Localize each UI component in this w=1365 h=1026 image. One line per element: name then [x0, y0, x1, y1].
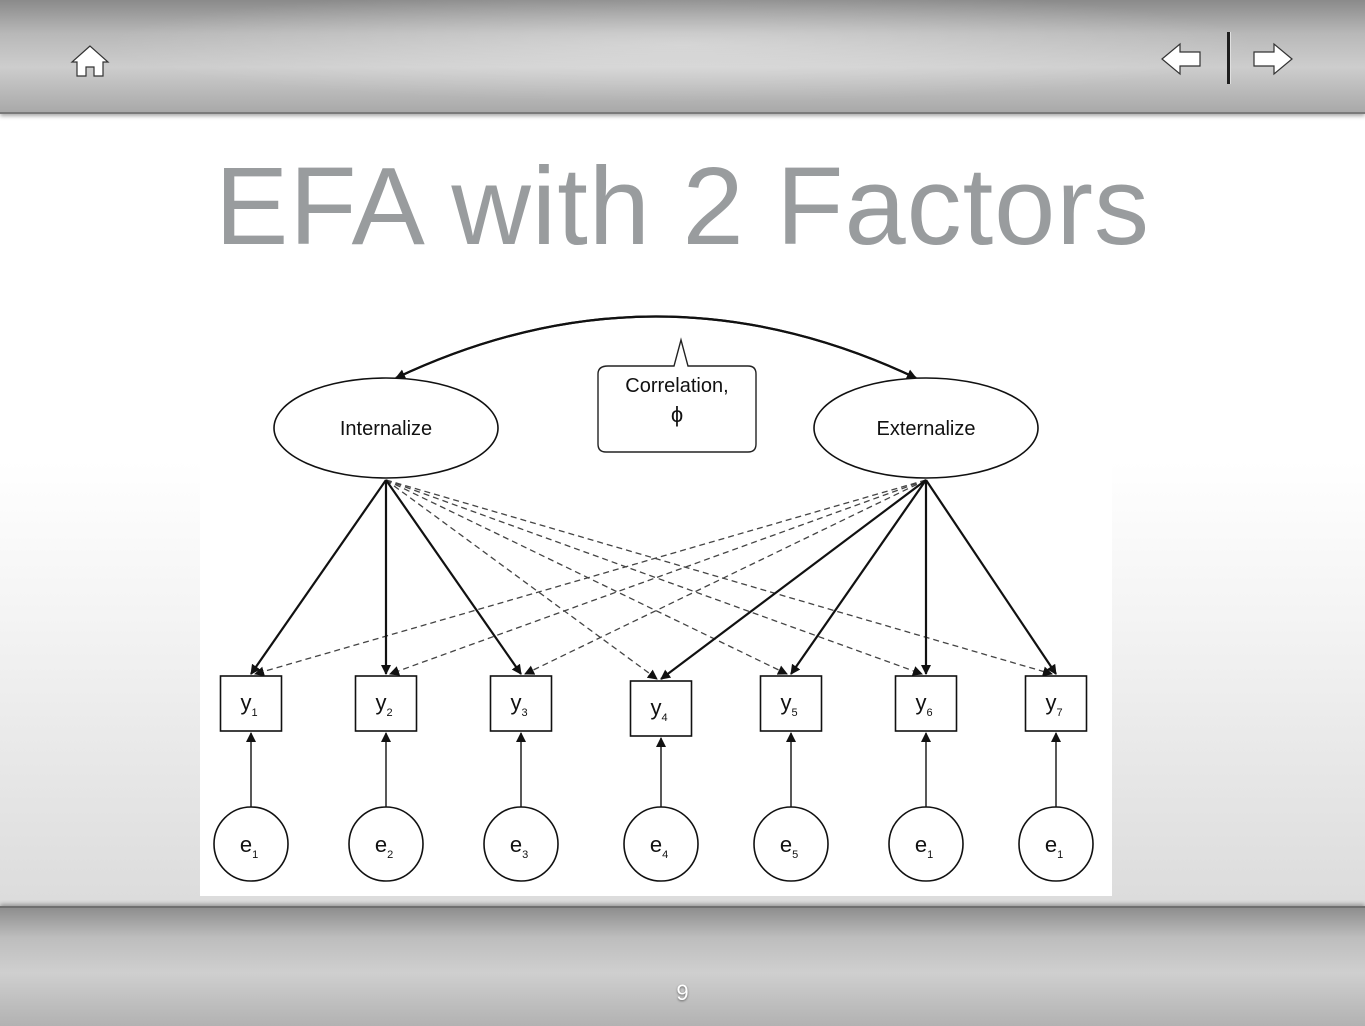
indicator-label-y1: y1 [240, 690, 257, 719]
cross-loading-internalize-y4 [385, 479, 658, 680]
cross-loading-internalize-y6 [385, 479, 923, 676]
error-circle-1 [213, 806, 289, 882]
previous-slide-button[interactable] [1156, 36, 1206, 82]
top-toolbar [0, 0, 1365, 114]
cross-loading-internalize-y7 [385, 479, 1053, 677]
next-slide-button[interactable] [1248, 36, 1298, 82]
correlation-callout [597, 337, 757, 453]
indicator-box-y1 [219, 675, 283, 732]
factor-internalize [273, 377, 499, 479]
cross-loading-externalize-y1 [254, 479, 927, 677]
home-button[interactable] [64, 38, 116, 84]
error-circle-3 [483, 806, 559, 882]
indicator-box-y5 [759, 675, 823, 732]
arrow-right-icon [1253, 42, 1293, 76]
factor-label-internalize: Internalize [340, 418, 432, 440]
error-circle-7 [1018, 806, 1094, 882]
error-circle-4 [623, 806, 699, 882]
indicator-label-y7: y7 [1045, 690, 1062, 719]
cross-loading-externalize-y3 [524, 479, 927, 675]
indicator-label-y3: y3 [510, 690, 527, 719]
correlation-arrow-end [395, 315, 917, 379]
error-label-1: e1 [240, 832, 258, 861]
loading-internalize-y3 [385, 479, 522, 675]
indicator-box-y7 [1024, 675, 1088, 732]
nav-divider [1227, 32, 1231, 84]
factor-label-externalize: Externalize [877, 418, 976, 440]
error-circle-6 [888, 806, 964, 882]
indicator-box-y3 [489, 675, 553, 732]
factor-externalize [813, 377, 1039, 479]
home-icon [70, 45, 110, 77]
error-label-3: e3 [510, 832, 528, 861]
callout-line-2: ϕ [671, 402, 683, 427]
error-label-5: e5 [780, 832, 798, 861]
slide-title: EFA with 2 Factors [214, 145, 1150, 268]
error-label-7: e1 [1045, 832, 1063, 861]
loading-externalize-y7 [925, 479, 1057, 675]
path-diagram-canvas: Internalize Externalize Correlation, ϕ y1 y2 y… [213, 315, 1094, 882]
indicator-label-y6: y6 [915, 690, 932, 719]
cross-loading-externalize-y2 [389, 479, 927, 676]
indicator-box-y6 [894, 675, 958, 732]
loading-externalize-y4 [660, 479, 927, 680]
indicator-label-y5: y5 [780, 690, 797, 719]
indicator-box-y2 [354, 675, 418, 732]
error-circle-2 [348, 806, 424, 882]
page-number: 9 [676, 980, 689, 1005]
indicator-box-y4 [629, 680, 693, 737]
error-circle-5 [753, 806, 829, 882]
loading-externalize-y5 [790, 479, 927, 675]
error-label-4: e4 [650, 832, 668, 861]
callout-line-1: Correlation, [625, 375, 728, 397]
sem-path-diagram: Internalize Externalize Correlation, ϕ y1 y2 y… [200, 280, 1112, 896]
indicator-label-y2: y2 [375, 690, 392, 719]
loading-internalize-y1 [250, 479, 387, 675]
error-label-2: e2 [375, 832, 393, 861]
arrow-left-icon [1161, 42, 1201, 76]
cross-loading-internalize-y5 [385, 479, 788, 675]
indicator-label-y4: y4 [650, 695, 667, 724]
error-label-6: e1 [915, 832, 933, 861]
bottom-toolbar [0, 906, 1365, 1026]
